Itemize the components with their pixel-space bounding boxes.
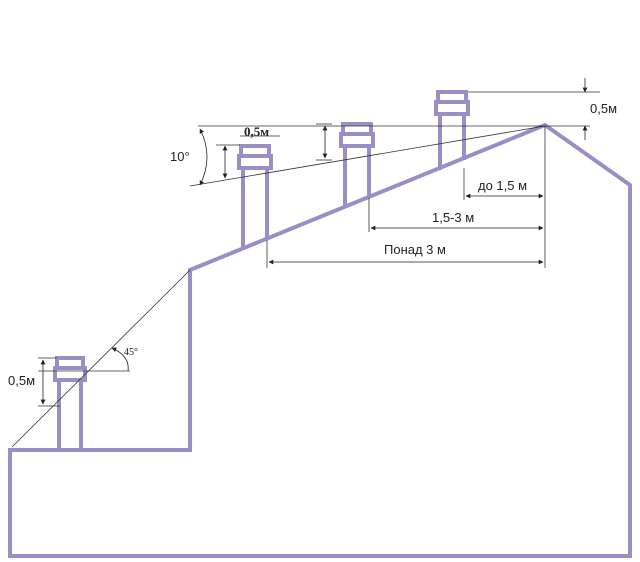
chimney-left — [53, 356, 87, 450]
dim-over-3: Понад 3 м — [268, 242, 544, 265]
forty-five-degree-line — [11, 269, 191, 448]
label-dist-up-to-1-5: до 1,5 м — [478, 178, 527, 193]
dim-up-to-1-5: до 1,5 м — [465, 178, 544, 199]
ten-degree-line — [189, 125, 546, 187]
dim-1-5-3: 1,5-3 м — [370, 210, 544, 231]
dim-left-height: 0,5м — [8, 357, 60, 407]
label-angle-10: 10° — [170, 149, 190, 164]
dim-top-right-height: 0,5м — [468, 78, 617, 140]
chimney-mid-right — [339, 122, 375, 206]
label-height-mid: 0,5м — [244, 124, 269, 139]
label-height-left: 0,5м — [8, 373, 35, 388]
label-angle-45: 45° — [124, 347, 138, 358]
dim-mid-height: 0,5м — [216, 123, 332, 179]
label-dist-over-3: Понад 3 м — [384, 242, 446, 257]
label-dist-1-5-3: 1,5-3 м — [432, 210, 474, 225]
angle-ten-marker: 10° — [170, 128, 208, 186]
chimney-mid-left — [237, 144, 273, 250]
building-outline — [8, 122, 632, 558]
label-height-top-right: 0,5м — [590, 101, 617, 116]
chimney-right — [434, 90, 470, 170]
angle-45-marker: 45° — [111, 347, 138, 372]
